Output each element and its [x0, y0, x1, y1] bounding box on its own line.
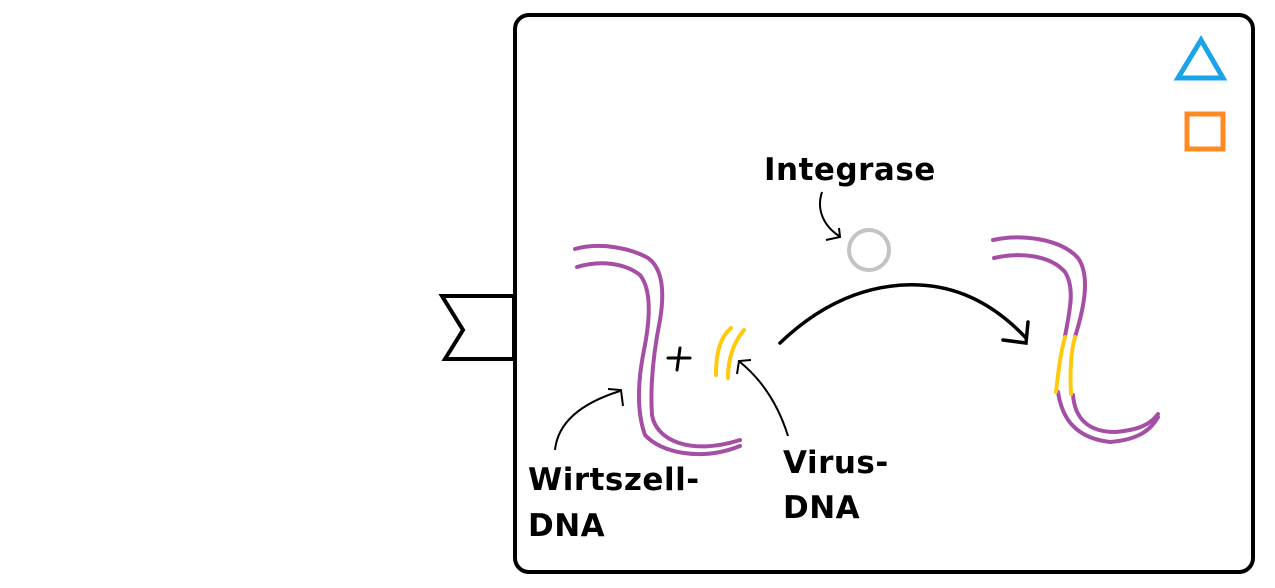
virus-dna-strand — [714, 326, 746, 380]
virus-dna-pointer-arrow — [739, 361, 789, 437]
integrated-dna-virus-segment — [1054, 335, 1077, 396]
triangle-icon[interactable] — [1173, 35, 1228, 81]
integrase-label: Integrase — [764, 152, 936, 188]
host-dna-strand — [573, 244, 742, 457]
plus-sign — [666, 346, 692, 372]
host-dna-label-line2: DNA — [528, 508, 606, 544]
virus-dna-label-line2: DNA — [783, 490, 861, 526]
host-dna-label-line1: Wirtszell- — [528, 462, 700, 498]
reaction-arrowhead — [1001, 320, 1030, 345]
square-icon[interactable] — [1184, 111, 1226, 152]
integrase-pointer-arrow — [819, 191, 840, 237]
integrase-pointer-arrowhead — [825, 227, 842, 241]
virus-dna-label-line1: Virus- — [783, 445, 889, 481]
host-dna-pointer-arrowhead — [607, 388, 624, 407]
host-dna-pointer-arrow — [554, 390, 621, 451]
virus-dna-pointer-arrowhead — [736, 359, 752, 375]
main-panel — [513, 13, 1255, 574]
reaction-arrow — [778, 283, 1028, 345]
integrated-dna-host-segments — [991, 235, 1160, 445]
integrase-enzyme — [847, 228, 891, 272]
flag-tab[interactable] — [438, 294, 516, 361]
